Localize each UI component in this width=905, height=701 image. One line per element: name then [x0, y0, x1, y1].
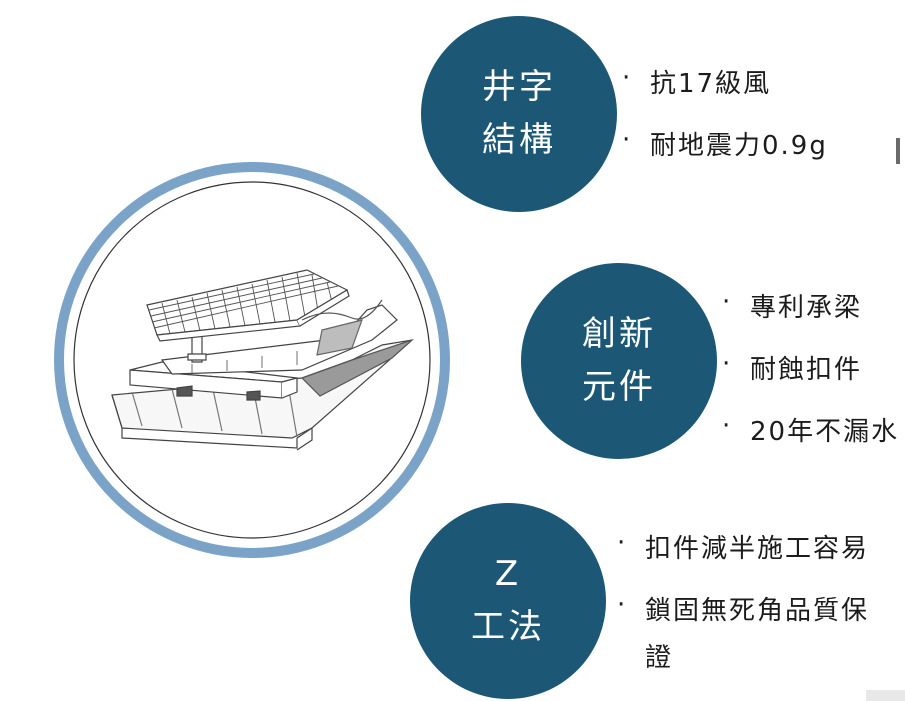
badge-title-line-2: 工法: [471, 607, 545, 647]
section-badge-components: 創新 元件: [521, 263, 717, 459]
badge-title-line-2: 結構: [482, 120, 556, 160]
section-bullets-structure: 抗17級風 耐地震力0.9g: [620, 63, 828, 187]
bullet-item: 耐地震力0.9g: [620, 125, 828, 162]
edge-mark: [896, 138, 900, 164]
bullet-item: 抗17級風: [620, 63, 828, 100]
illustration-svg: [54, 162, 450, 558]
bullet-item: 扣件減半施工容易: [615, 528, 869, 565]
bullet-item: 耐蝕扣件: [720, 349, 899, 386]
outer-ring: [54, 162, 450, 558]
badge-title-line-2: 元件: [582, 367, 656, 407]
bullet-item: 20年不漏水: [720, 411, 899, 448]
bullet-item-continuation: 證: [645, 643, 674, 673]
badge-title-line-1: 創新: [582, 314, 656, 355]
bullet-item: 鎖固無死角品質保: [615, 590, 869, 627]
roof-drawing: [111, 269, 414, 451]
section-badge-structure: 井字 結構: [421, 16, 617, 212]
roof-solar-illustration: [52, 160, 452, 560]
section-badge-method: Z 工法: [410, 503, 606, 699]
section-bullets-components: 專利承梁 耐蝕扣件 20年不漏水: [720, 287, 899, 473]
badge-title-line-1: 井字: [482, 67, 556, 108]
section-bullets-method: 扣件減半施工容易 鎖固無死角品質保 證: [615, 528, 869, 699]
bullet-item: 專利承梁: [720, 287, 899, 324]
inner-circle: [73, 181, 431, 539]
edge-mark: [866, 690, 905, 701]
badge-title-line-1: Z: [494, 554, 522, 595]
